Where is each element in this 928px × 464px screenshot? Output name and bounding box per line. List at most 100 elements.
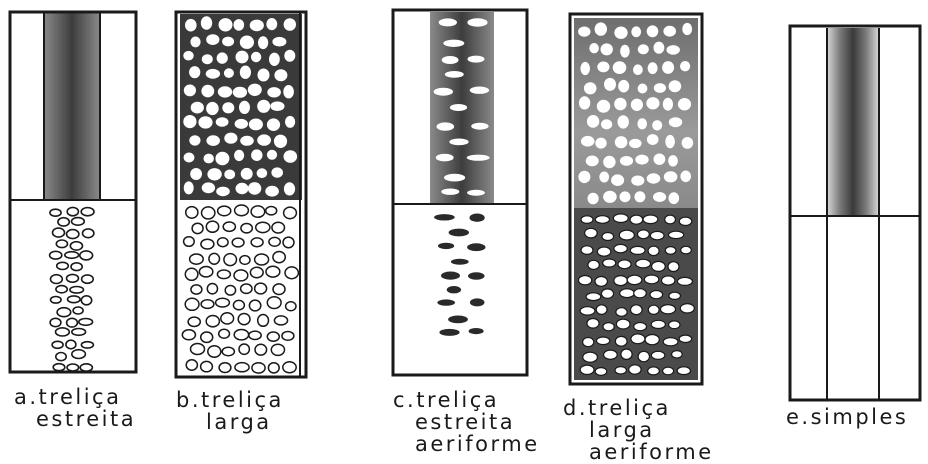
air-cell: [647, 25, 659, 37]
air-cell: [585, 228, 598, 238]
air-cell: [614, 98, 626, 111]
caption-b: b.treliça larga: [176, 389, 284, 433]
air-cell: [442, 56, 459, 64]
caption-d: d.treliça larga aeriforme: [563, 397, 714, 463]
lattice-cell: [208, 346, 221, 358]
lattice-cell: [222, 347, 234, 355]
air-cell: [580, 307, 595, 315]
lattice-cell: [56, 328, 70, 336]
air-cell: [652, 261, 666, 271]
lattice-cell: [67, 207, 78, 215]
air-cell: [589, 43, 599, 53]
lattice-cell: [72, 329, 86, 336]
lattice-cell: [198, 116, 212, 128]
air-cell: [604, 78, 616, 91]
air-cell: [469, 328, 484, 334]
lattice-cell: [240, 66, 251, 79]
air-cell: [682, 137, 694, 149]
lattice-cell: [190, 37, 200, 48]
air-cell: [437, 122, 455, 130]
lattice-cell: [183, 51, 193, 61]
lattice-cell: [255, 283, 267, 294]
air-cell: [634, 323, 647, 331]
caption-c: c.treliça estreita aeriforme: [393, 389, 540, 455]
air-cell: [630, 215, 643, 224]
air-cell: [467, 190, 485, 196]
lattice-cell: [219, 363, 231, 373]
air-cell: [635, 155, 648, 165]
air-cell: [586, 293, 601, 301]
air-cell: [615, 367, 626, 374]
lattice-cell: [284, 207, 297, 219]
lattice-cell: [268, 363, 279, 373]
panel-d: [570, 14, 702, 384]
lattice-cell: [233, 87, 247, 98]
lattice-cell: [201, 300, 214, 309]
lattice-cell: [284, 182, 295, 195]
lattice-cell: [234, 330, 248, 340]
air-cell: [578, 27, 590, 37]
air-cell: [618, 260, 631, 269]
lattice-cell: [267, 87, 281, 97]
lattice-cell: [207, 284, 217, 294]
air-cell: [636, 259, 651, 268]
lattice-cell: [258, 36, 268, 49]
lattice-cell: [182, 330, 195, 340]
air-cell: [653, 192, 666, 202]
air-cell: [679, 335, 692, 342]
air-cell: [578, 171, 590, 183]
lattice-cell: [219, 329, 230, 338]
air-cell: [662, 276, 675, 285]
lattice-cell: [258, 315, 269, 327]
air-cell: [580, 62, 590, 75]
lattice-cell: [266, 18, 277, 30]
air-cell: [595, 22, 607, 35]
air-cell: [449, 139, 468, 146]
lattice-cell: [224, 68, 234, 78]
air-cell: [648, 246, 659, 255]
panel-c: [393, 10, 527, 375]
lattice-cell: [274, 135, 287, 148]
lattice-cell: [70, 287, 84, 294]
air-cell: [678, 98, 691, 110]
panel-a-upper-medulla: [44, 12, 100, 200]
lattice-cell: [185, 268, 198, 280]
lattice-cell: [72, 350, 86, 359]
lattice-cell: [73, 307, 83, 314]
lattice-cell: [216, 298, 230, 307]
caption-c-line-3: aeriforme: [393, 433, 540, 455]
air-cell: [596, 305, 607, 315]
air-cell: [651, 351, 665, 359]
lattice-cell: [284, 18, 296, 31]
air-cell: [667, 45, 680, 55]
air-cell: [613, 61, 627, 74]
air-cell: [648, 305, 659, 314]
lattice-cell: [217, 52, 228, 63]
air-cell: [434, 88, 453, 96]
air-cell: [601, 289, 613, 298]
air-cell: [631, 99, 643, 111]
air-cell: [595, 138, 606, 149]
air-cell: [618, 80, 629, 93]
lattice-cell: [67, 318, 78, 327]
lattice-cell: [65, 252, 79, 259]
lattice-cell: [249, 331, 261, 339]
air-cell: [434, 214, 455, 220]
air-cell: [603, 323, 614, 331]
lattice-cell: [206, 102, 219, 115]
lattice-cell: [286, 302, 296, 311]
air-cell: [579, 276, 592, 285]
lattice-cell: [233, 300, 244, 309]
lattice-cell: [272, 37, 286, 47]
air-cell: [662, 61, 674, 74]
air-cell: [451, 259, 469, 265]
air-cell: [665, 215, 676, 224]
air-cell: [467, 155, 490, 161]
air-cell: [596, 337, 609, 345]
lattice-cell: [81, 342, 93, 348]
lattice-cell: [274, 316, 287, 325]
air-cell: [669, 231, 684, 238]
lattice-cell: [184, 181, 194, 194]
lattice-cell: [188, 317, 200, 326]
air-cell: [467, 243, 485, 251]
